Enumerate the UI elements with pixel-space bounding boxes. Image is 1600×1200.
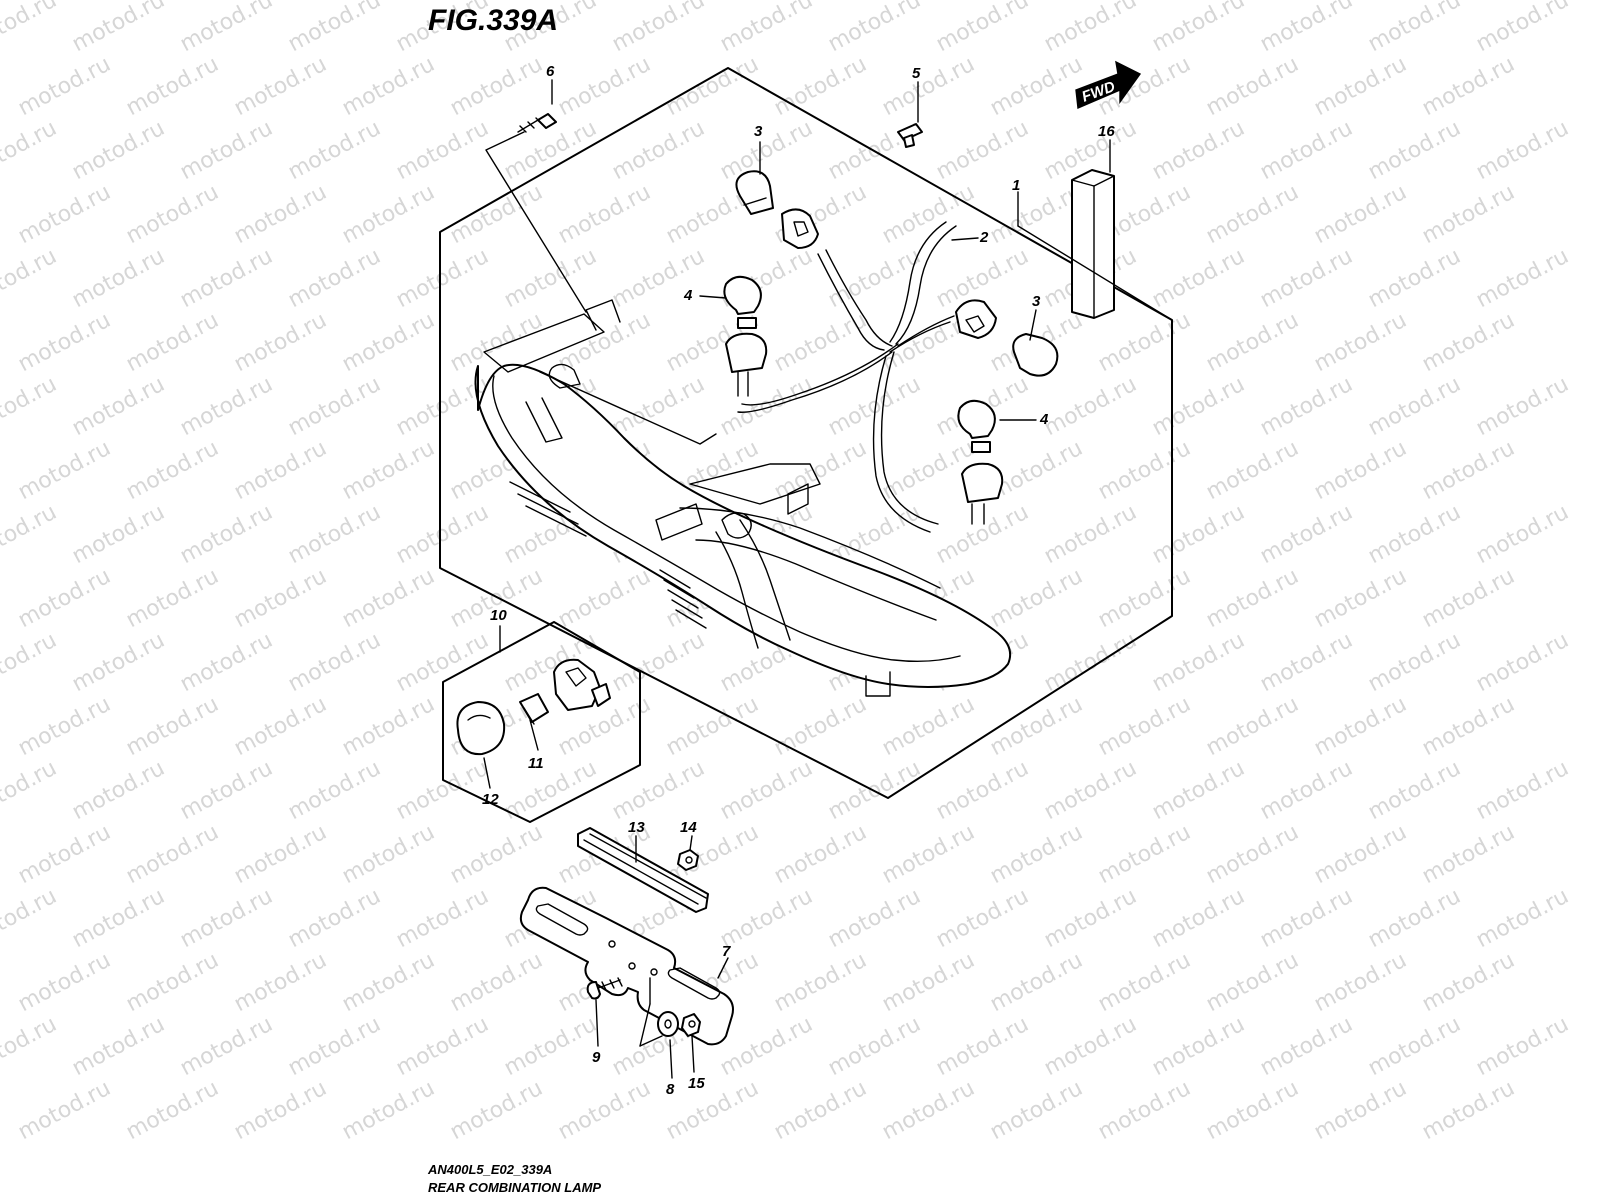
lamp-housing xyxy=(474,299,1012,697)
callout-2: 2 xyxy=(979,229,989,246)
leader-6 xyxy=(485,131,587,313)
forward-label: FWD xyxy=(1080,78,1118,106)
figure-name: REAR COMBINATION LAMP xyxy=(428,1180,602,1195)
callout-15: 14 xyxy=(680,819,697,836)
callout-5: 5 xyxy=(912,65,921,82)
bracket-7 xyxy=(519,886,734,1046)
reflector-14 xyxy=(577,827,709,913)
bulb-3-right xyxy=(955,299,1059,377)
callout-3a: 3 xyxy=(754,123,763,140)
callout-6: 6 xyxy=(546,63,555,80)
callout-10: 15 xyxy=(688,1075,705,1092)
pad-16 xyxy=(1071,169,1115,319)
callout-1: 1 xyxy=(1012,177,1020,194)
cap-13 xyxy=(456,701,506,756)
callout-12: 11 xyxy=(528,755,544,772)
wiring-harness xyxy=(737,221,957,533)
bulb-3-top xyxy=(735,170,819,249)
figure-code: AN400L5_E02_339A xyxy=(428,1162,553,1177)
screw-5 xyxy=(897,123,923,148)
callout-14: 13 xyxy=(628,819,645,836)
screw-6 xyxy=(517,113,557,133)
nut-15 xyxy=(677,849,699,871)
callout-13: 12 xyxy=(482,791,499,808)
callout-9: 9 xyxy=(592,1049,601,1066)
bulb-12 xyxy=(519,693,549,725)
forward-arrow: FWD xyxy=(1075,60,1142,110)
nut-10 xyxy=(681,1013,701,1037)
callout-4a: 4 xyxy=(683,287,693,304)
callout-16: 16 xyxy=(1098,123,1115,140)
leader-lines xyxy=(483,79,1173,1079)
bulb-4-right xyxy=(957,399,1004,525)
socket-assembly-box xyxy=(442,621,641,823)
bulb-4-left xyxy=(723,275,768,397)
screw-9 xyxy=(586,977,623,1000)
callout-8: 8 xyxy=(666,1081,675,1098)
washer-8 xyxy=(657,1011,679,1037)
callout-3b: 3 xyxy=(1032,293,1041,310)
figure-title: FIG.339A xyxy=(428,4,559,37)
callout-4b: 4 xyxy=(1039,411,1049,428)
callout-11: 10 xyxy=(490,607,507,624)
callout-7: 7 xyxy=(722,943,731,960)
socket-11 xyxy=(553,658,611,711)
